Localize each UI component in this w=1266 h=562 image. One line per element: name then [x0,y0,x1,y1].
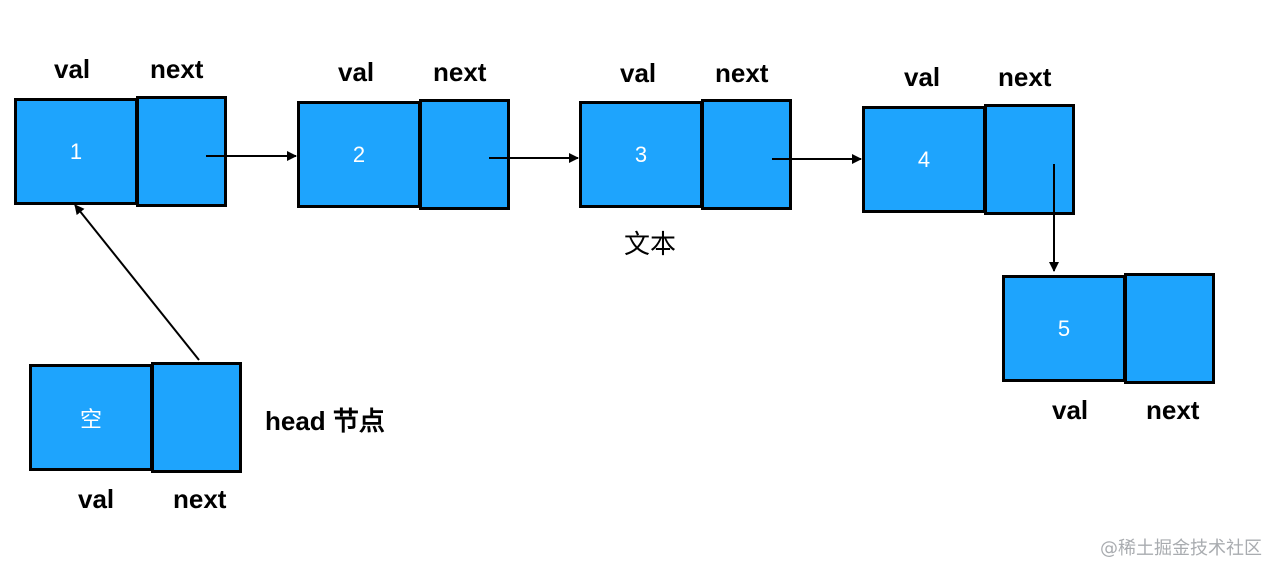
node-4-value: 4 [917,146,931,172]
node-3-next-label: next [715,58,769,88]
node-2-next-cell [419,99,510,210]
node-2-val-label: val [338,57,375,87]
node-5-next-cell [1124,273,1215,384]
node-1-next-label: next [150,54,204,84]
node-1-val-label: val [54,54,91,84]
head-next-cell [151,362,242,473]
head-next-label: next [173,484,227,514]
node-4-next-label: next [998,62,1052,92]
node-3-val-label: val [620,58,657,88]
node-2-next-label: next [433,57,487,87]
node-5-next-label: next [1146,395,1200,425]
node-3-next-cell [701,99,792,210]
node-1-next-cell [136,96,227,207]
node-2-value: 2 [352,141,366,167]
node-4-val-label: val [904,62,941,92]
node-5-val-cell: 5 [1002,275,1126,382]
watermark: @稀土掘金技术社区 [1100,538,1262,559]
head-val-label: val [78,484,115,514]
head-caption: head 节点 [265,406,385,436]
node-5-value: 5 [1057,315,1071,341]
node-5-val-label: val [1052,395,1089,425]
node-1-value: 1 [69,138,83,164]
node-1-val-cell: 1 [14,98,138,205]
node-4-next-cell [984,104,1075,215]
arrow-head-to-1 [74,204,200,361]
node-3-caption: 文本 [624,230,677,260]
node-3-value: 3 [634,141,648,167]
head-value: 空 [79,407,102,433]
node-2-val-cell: 2 [297,101,421,208]
node-4-val-cell: 4 [862,106,986,213]
